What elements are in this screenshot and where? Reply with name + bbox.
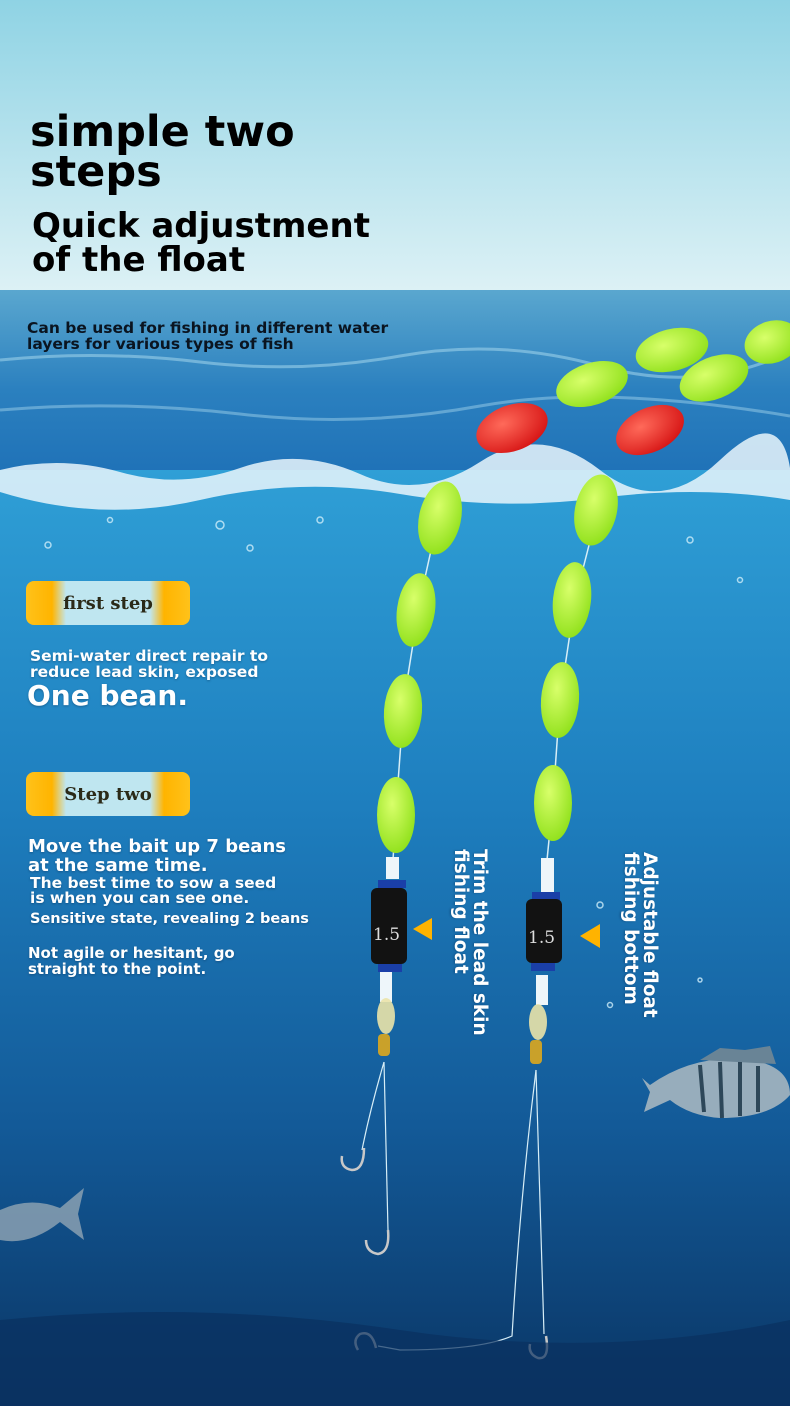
left-rig-label: Trim the lead skin fishing float (450, 849, 490, 1036)
page-title: simple two steps (30, 107, 295, 197)
tagline: Can be used for fishing in different wat… (27, 319, 389, 353)
pointer-arrow (580, 924, 600, 948)
pointer-arrow (413, 918, 432, 940)
float-bean (556, 360, 628, 408)
step-two-line-1: Move the bait up 7 beans at the same tim… (28, 836, 286, 876)
step-two-line-2: The best time to sow a seed is when you … (30, 874, 277, 907)
seabed (0, 1312, 790, 1406)
float-bean (383, 674, 423, 748)
float-bean (377, 777, 415, 853)
float-bean (476, 402, 548, 454)
lead-weight (526, 899, 562, 963)
step-one-description: Semi-water direct repair to reduce lead … (30, 647, 268, 681)
surface-floats (476, 320, 790, 456)
right-rig (354, 474, 618, 1360)
left-rig (340, 481, 462, 1256)
right-rig-label: Adjustable float fishing bottom (620, 852, 660, 1018)
fish-right (642, 1046, 790, 1119)
lead-weight (371, 888, 407, 964)
float-bean (540, 662, 580, 738)
step-two-badge: Step two (26, 772, 190, 816)
step-two-line-3: Sensitive state, revealing 2 beans (30, 911, 309, 927)
weight-marking-left: 1.5 (373, 925, 401, 945)
step-two-line-4: Not agile or hesitant, go straight to th… (28, 944, 235, 978)
float-bean (396, 573, 436, 647)
float-bean (744, 320, 790, 364)
float-bean (552, 562, 592, 638)
weight-marking-right: 1.5 (528, 928, 556, 948)
float-bean (679, 354, 749, 402)
hook (364, 1229, 390, 1256)
step-one-highlight: One bean. (27, 679, 188, 712)
float-bean (616, 404, 684, 456)
page-subtitle: Quick adjustment of the float (32, 206, 370, 280)
hook (340, 1147, 366, 1172)
fish-left (0, 1188, 84, 1242)
float-bean (574, 474, 618, 546)
bubbles (44, 516, 744, 1009)
float-bean (534, 765, 572, 841)
float-bean (635, 327, 709, 373)
step-one-badge: first step (26, 581, 190, 625)
float-bean (418, 481, 462, 555)
